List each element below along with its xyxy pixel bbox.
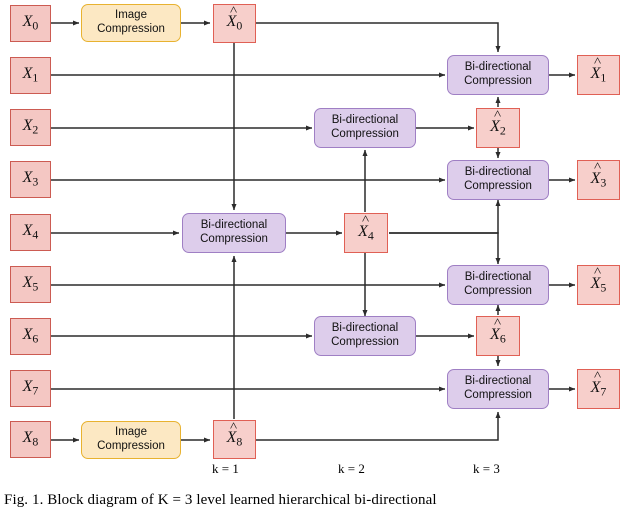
reconstruction-box-xhat2: X2 (476, 108, 520, 148)
reconstruction-box-xhat8: X8 (213, 420, 256, 459)
bidirectional-compression-k3-2: Bi-directional Compression (447, 160, 549, 200)
input-box-x8: X8 (10, 421, 51, 458)
recon-label: X0 (227, 13, 243, 33)
block-line-2: Compression (97, 23, 165, 35)
input-label: X7 (22, 378, 39, 398)
block-line-2: Compression (464, 180, 532, 192)
reconstruction-box-xhat5: X5 (577, 265, 620, 305)
figure-caption: Fig. 1. Block diagram of K = 3 level lea… (4, 492, 437, 508)
recon-label: X4 (358, 223, 374, 243)
image-compression-block-top: Image Compression (81, 4, 181, 42)
block-line-2: Compression (464, 75, 532, 87)
reconstruction-box-xhat0: X0 (213, 4, 256, 43)
input-label: X2 (22, 117, 39, 137)
recon-label: X6 (490, 326, 506, 346)
block-line-2: Compression (200, 233, 268, 245)
level-label-k2: k = 2 (338, 461, 365, 476)
block-line-1: Image (115, 426, 147, 439)
reconstruction-box-xhat3: X3 (577, 160, 620, 200)
input-box-x6: X6 (10, 318, 51, 355)
recon-label: X8 (227, 429, 243, 449)
recon-label: X3 (591, 170, 607, 190)
block-line-2: Compression (464, 389, 532, 401)
block-line-1: Bi-directional (331, 322, 399, 335)
bidirectional-compression-k2-lower: Bi-directional Compression (314, 316, 416, 356)
reconstruction-box-xhat1: X1 (577, 55, 620, 95)
input-label: X6 (22, 326, 39, 346)
block-line-1: Bi-directional (464, 61, 532, 74)
input-label: X4 (22, 222, 39, 242)
block-line-2: Compression (331, 336, 399, 348)
block-line-1: Bi-directional (464, 166, 532, 179)
block-line-1: Bi-directional (464, 375, 532, 388)
recon-label: X2 (490, 118, 506, 138)
input-label: X5 (22, 274, 39, 294)
input-label: X1 (22, 65, 39, 85)
block-line-2: Compression (331, 128, 399, 140)
reconstruction-box-xhat4: X4 (344, 213, 388, 253)
bidirectional-compression-k3-1: Bi-directional Compression (447, 55, 549, 95)
recon-label: X5 (591, 275, 607, 295)
input-box-x1: X1 (10, 57, 51, 94)
recon-label: X1 (591, 65, 607, 85)
recon-label: X7 (591, 379, 607, 399)
input-label: X0 (22, 13, 39, 33)
input-box-x2: X2 (10, 109, 51, 146)
input-label: X3 (22, 169, 39, 189)
input-box-x7: X7 (10, 370, 51, 407)
level-label-k3: k = 3 (473, 461, 500, 476)
block-line-2: Compression (464, 285, 532, 297)
input-box-x4: X4 (10, 214, 51, 251)
input-box-x3: X3 (10, 161, 51, 198)
bidirectional-compression-k3-3: Bi-directional Compression (447, 265, 549, 305)
level-label-k1: k = 1 (212, 461, 239, 476)
block-line-1: Image (115, 9, 147, 22)
input-box-x0: X0 (10, 5, 51, 42)
block-line-1: Bi-directional (464, 271, 532, 284)
input-label: X8 (22, 429, 39, 449)
block-line-2: Compression (97, 440, 165, 452)
block-line-1: Bi-directional (200, 219, 268, 232)
bidirectional-compression-k2-upper: Bi-directional Compression (314, 108, 416, 148)
image-compression-block-bottom: Image Compression (81, 421, 181, 459)
block-line-1: Bi-directional (331, 114, 399, 127)
bidirectional-compression-k1: Bi-directional Compression (182, 213, 286, 253)
bidirectional-compression-k3-4: Bi-directional Compression (447, 369, 549, 409)
reconstruction-box-xhat6: X6 (476, 316, 520, 356)
reconstruction-box-xhat7: X7 (577, 369, 620, 409)
input-box-x5: X5 (10, 266, 51, 303)
